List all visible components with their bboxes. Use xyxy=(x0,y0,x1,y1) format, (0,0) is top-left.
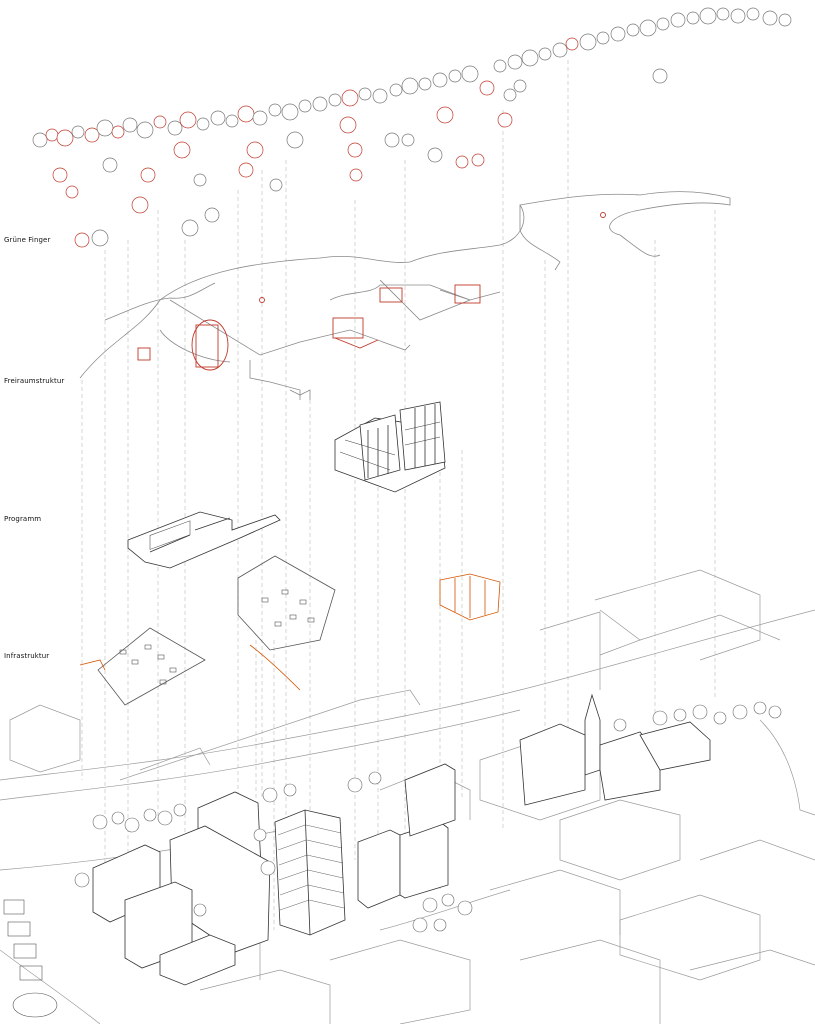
tree-canopy-layer xyxy=(32,7,792,248)
layer-label-infrastruktur: Infrastruktur xyxy=(4,652,50,660)
program-buildings-layer xyxy=(127,401,446,569)
left-edge-structures xyxy=(3,899,58,1018)
open-space-layer xyxy=(79,191,731,400)
infrastructure-layer xyxy=(79,555,501,706)
layer-label-gruene-finger: Grüne Finger xyxy=(4,236,51,244)
layer-label-programm: Programm xyxy=(4,515,42,523)
main-buildings-layer xyxy=(92,693,711,986)
projection-lines xyxy=(81,60,716,930)
layer-label-freiraumstruktur: Freiraumstruktur xyxy=(4,377,65,385)
street-trees xyxy=(74,701,782,933)
